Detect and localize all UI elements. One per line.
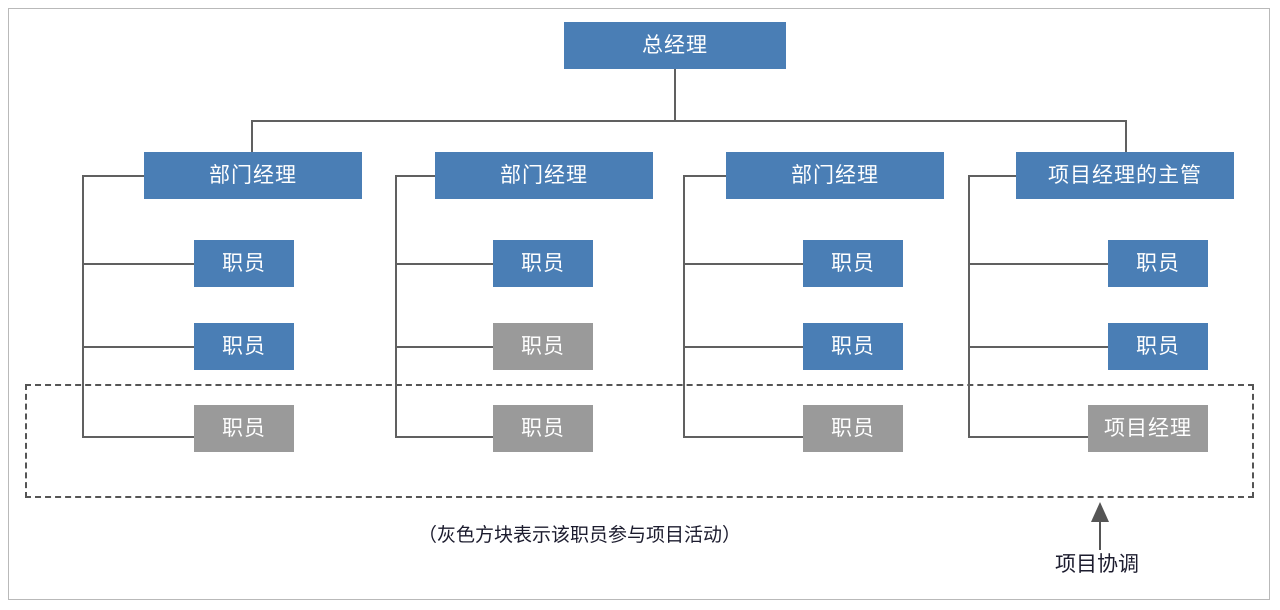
connector-branch-col3-report1 [683,263,803,265]
node-label: 项目经理的主管 [1048,164,1202,187]
connector-branch-col1-report2 [82,346,194,348]
node-col4-report-1[interactable]: 职员 [1108,240,1208,287]
connector-branch-col3-manager [683,175,726,177]
connector-branch-col3-report3 [683,436,803,438]
connector-branch-col1-report3 [82,436,194,438]
node-col2-report-3[interactable]: 职员 [493,405,593,452]
connector-branch-col2-manager [395,175,435,177]
node-col4-manager[interactable]: 项目经理的主管 [1016,152,1234,199]
node-col3-report-2[interactable]: 职员 [803,323,903,370]
node-col1-manager[interactable]: 部门经理 [144,152,362,199]
project-activity-dashed-region [25,384,1254,498]
node-col2-manager[interactable]: 部门经理 [435,152,653,199]
connector-branch-col2-report3 [395,436,493,438]
node-col4-report-2[interactable]: 职员 [1108,323,1208,370]
node-label: 职员 [831,417,875,440]
connector-bus-drop-right [1125,120,1127,152]
connector-branch-col2-report2 [395,346,493,348]
connector-branch-col1-manager [82,175,144,177]
node-label: 职员 [222,417,266,440]
connector-branch-col4-report2 [968,346,1108,348]
connector-trunk-col1 [82,175,84,438]
node-label: 职员 [1136,335,1180,358]
node-label: 部门经理 [500,164,588,187]
node-label: 职员 [521,252,565,275]
node-label: 职员 [831,335,875,358]
connector-root-stem [674,69,676,121]
connector-branch-col4-report3 [968,436,1088,438]
node-label: 部门经理 [791,164,879,187]
project-coordination-label: 项目协调 [1055,553,1139,576]
node-label: 职员 [1136,252,1180,275]
connector-trunk-col4 [968,175,970,438]
node-col3-manager[interactable]: 部门经理 [726,152,944,199]
connector-trunk-col3 [683,175,685,438]
node-col1-report-1[interactable]: 职员 [194,240,294,287]
connector-root-bus [251,120,1127,122]
connector-bus-drop-left [251,120,253,152]
node-label: 部门经理 [209,164,297,187]
node-col4-report-3[interactable]: 项目经理 [1088,405,1208,452]
connector-branch-col1-report1 [82,263,194,265]
node-label: 职员 [521,417,565,440]
node-col1-report-2[interactable]: 职员 [194,323,294,370]
node-root-general-manager[interactable]: 总经理 [564,22,786,69]
node-col3-report-3[interactable]: 职员 [803,405,903,452]
node-label: 职员 [831,252,875,275]
node-col2-report-1[interactable]: 职员 [493,240,593,287]
node-col3-report-1[interactable]: 职员 [803,240,903,287]
connector-trunk-col2 [395,175,397,438]
node-col2-report-2[interactable]: 职员 [493,323,593,370]
up-arrow-icon [1085,500,1115,550]
outer-frame [8,8,1270,600]
node-label: 职员 [521,335,565,358]
legend-caption: （灰色方块表示该职员参与项目活动） [418,525,742,546]
connector-branch-col2-report1 [395,263,493,265]
node-label: 总经理 [642,34,708,57]
connector-branch-col4-report1 [968,263,1108,265]
connector-branch-col4-manager [968,175,1016,177]
connector-branch-col3-report2 [683,346,803,348]
node-label: 项目经理 [1104,417,1192,440]
node-label: 职员 [222,335,266,358]
node-col1-report-3[interactable]: 职员 [194,405,294,452]
node-label: 职员 [222,252,266,275]
